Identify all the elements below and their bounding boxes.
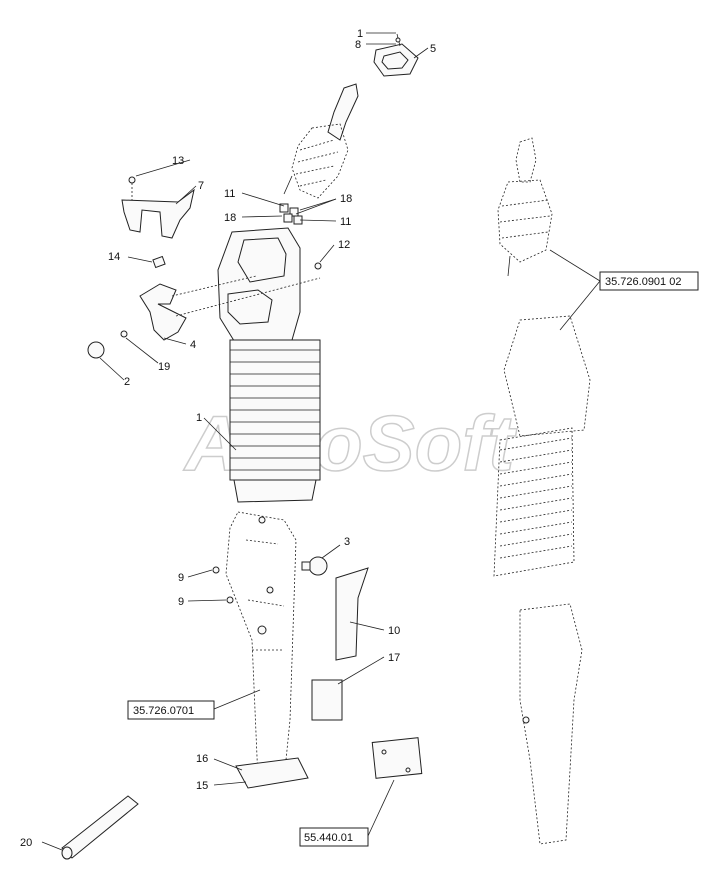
washer-part-9a [212, 566, 220, 574]
callout-13: 13 [172, 155, 184, 167]
callout-7: 7 [198, 180, 204, 192]
callout-4: 4 [190, 339, 196, 351]
knob-part-3 [301, 556, 328, 576]
ref-box-module: 55.440.01 [299, 827, 369, 847]
nut-part-14 [152, 255, 166, 269]
screw-part-12 [314, 262, 322, 270]
joystick-handle-left [283, 83, 359, 199]
rod-part-20 [61, 795, 139, 860]
bracket-part-7 [121, 176, 195, 239]
callout-20: 20 [20, 837, 32, 849]
assembly-guide-lines [171, 275, 321, 317]
ref-module-label: 55.440.01 [304, 832, 353, 844]
callout-18-b: 18 [224, 212, 236, 224]
block-part-17 [311, 679, 343, 721]
callout-3: 3 [344, 536, 350, 548]
callout-8: 8 [355, 39, 361, 51]
callout-9-b: 9 [178, 596, 184, 608]
joystick-handle-right [497, 137, 553, 277]
ref-column-label: 35.726.0701 [133, 705, 194, 717]
screw-cluster-11-18 [279, 203, 303, 225]
gasket-part-5 [373, 33, 419, 77]
console-housing-right [493, 315, 591, 577]
callout-16: 16 [196, 753, 208, 765]
cover-part-4 [139, 283, 187, 341]
callout-2: 2 [124, 376, 130, 388]
callout-14: 14 [108, 251, 120, 263]
column-bracket-right [519, 603, 583, 845]
callout-12: 12 [338, 239, 350, 251]
callout-6: 1 [357, 28, 363, 40]
callout-1: 1 [196, 412, 202, 424]
callout-11-b: 11 [340, 216, 351, 228]
knob-part-2 [87, 341, 105, 359]
callout-5: 5 [430, 43, 436, 55]
console-housing-part-1 [217, 227, 321, 503]
ref-joystick-label: 35.726.0901 02 [605, 276, 681, 288]
ref-box-joystick: 35.726.0901 02 [599, 271, 699, 291]
gasket-part-15-16 [235, 757, 309, 789]
leader-lines [41, 32, 601, 851]
column-bracket-left [225, 511, 297, 781]
callout-18-a: 18 [340, 193, 352, 205]
module-part-55440 [371, 737, 423, 779]
callout-17: 17 [388, 652, 400, 664]
plate-part-10 [335, 567, 369, 661]
callout-15: 15 [196, 780, 208, 792]
washer-part-9b [226, 596, 234, 604]
ref-box-column: 35.726.0701 [127, 700, 215, 720]
washer-part-19 [120, 330, 128, 338]
callout-10: 10 [388, 625, 400, 637]
callout-9-a: 9 [178, 572, 184, 584]
callout-11-a: 11 [224, 188, 235, 200]
callout-19: 19 [158, 361, 170, 373]
